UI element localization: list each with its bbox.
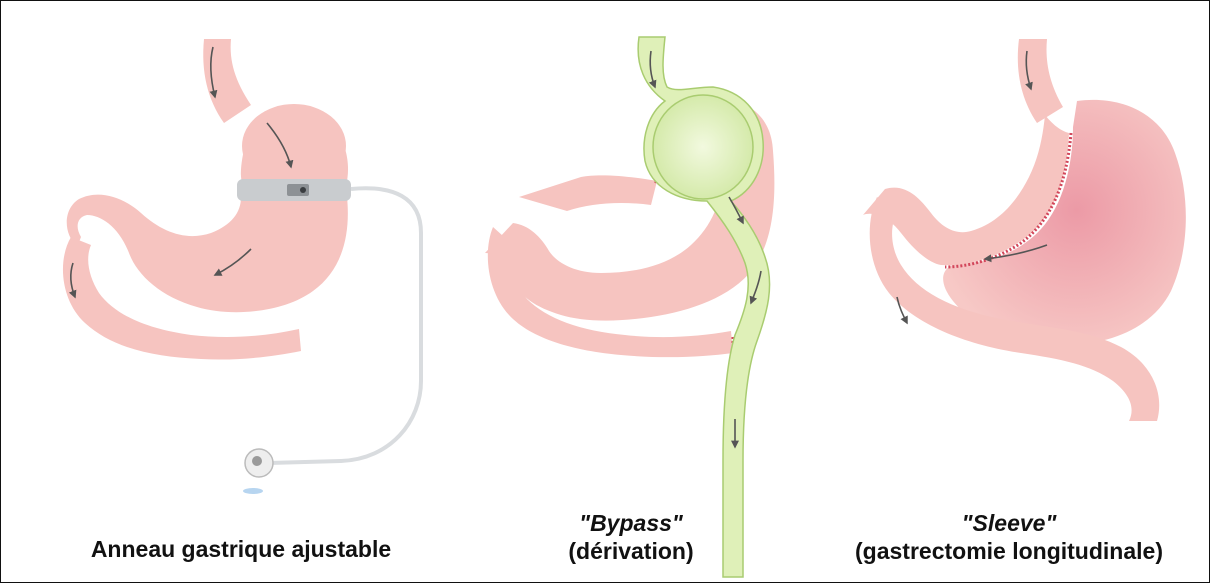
caption-sleeve-gastrectomy: "Sleeve" (gastrectomie longitudinale) (809, 509, 1209, 565)
caption-bypass-subtitle: (dérivation) (511, 537, 751, 565)
caption-gastric-band-text: Anneau gastrique ajustable (31, 535, 451, 563)
panel-sleeve-gastrectomy (863, 39, 1186, 421)
caption-gastric-bypass: "Bypass" (dérivation) (511, 509, 751, 565)
esophagus (1018, 39, 1063, 123)
stomach-upper-pouch (241, 104, 348, 188)
caption-sleeve-title: "Sleeve" (809, 509, 1209, 537)
gastric-band (237, 179, 351, 201)
panel-gastric-band (63, 39, 421, 494)
caption-sleeve-subtitle: (gastrectomie longitudinale) (809, 537, 1209, 565)
access-port (243, 449, 273, 494)
caption-bypass-title: "Bypass" (511, 509, 751, 537)
stomach-lower (67, 195, 348, 313)
caption-gastric-band: Anneau gastrique ajustable (31, 535, 451, 563)
panel-gastric-bypass (485, 37, 774, 577)
esophagus (203, 39, 251, 123)
